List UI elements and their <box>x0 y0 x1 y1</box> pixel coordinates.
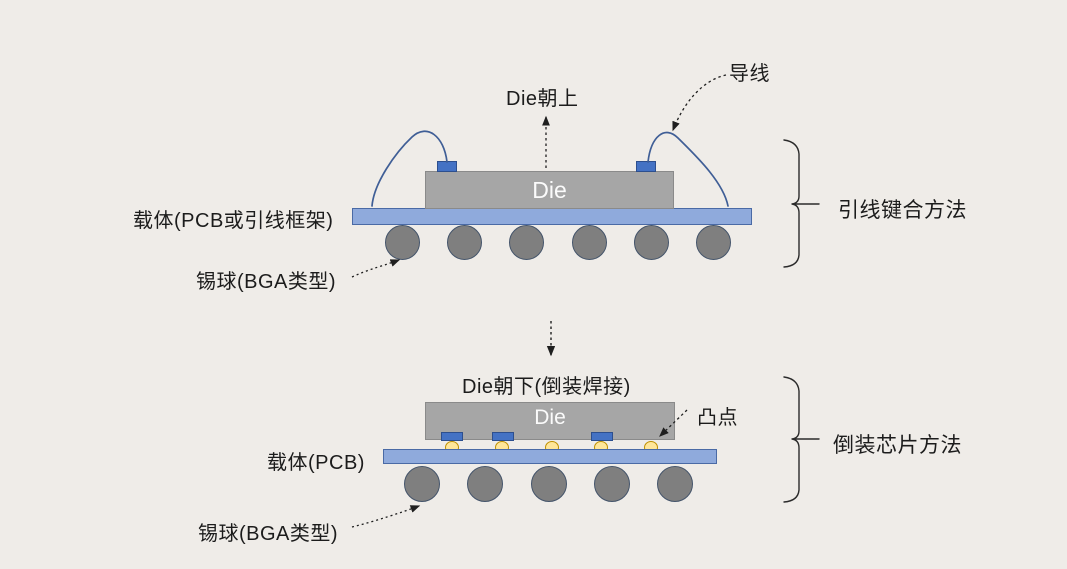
wirebond-solder-ball-row <box>385 225 731 260</box>
flip-chip-method-label: 倒装芯片方法 <box>833 434 962 457</box>
wire-bonding-brace <box>783 139 820 268</box>
solder-ball <box>385 225 420 260</box>
solder-ball <box>695 225 731 260</box>
bump-label: 凸点 <box>697 407 738 429</box>
flipchip-pad-3 <box>591 432 613 441</box>
solder-ball <box>404 466 440 502</box>
flipchip-die: Die <box>425 402 675 440</box>
solder-ball-pointer-arrow-top <box>351 259 401 278</box>
flip-chip-brace <box>783 376 820 503</box>
wire-pointer-arrow <box>672 74 727 132</box>
solder-ball <box>571 225 607 260</box>
solder-ball-bga-label-bottom: 锡球(BGA类型) <box>198 523 339 545</box>
solder-ball <box>633 225 669 260</box>
flipchip-carrier-bar <box>383 449 717 464</box>
wirebond-die: Die <box>425 171 674 209</box>
flipchip-pad-2 <box>492 432 514 441</box>
carrier-pcb-label: 载体(PCB) <box>267 452 365 474</box>
flipchip-solder-ball-row <box>404 466 693 502</box>
carrier-pcb-leadframe-label: 载体(PCB或引线框架) <box>133 210 334 232</box>
wirebond-carrier-bar <box>352 208 752 225</box>
flipchip-pad-1 <box>441 432 463 441</box>
die-down-label: Die朝下(倒装焊接) <box>462 376 631 398</box>
solder-ball <box>593 466 630 502</box>
solder-ball <box>509 225 545 260</box>
solder-ball <box>447 225 483 260</box>
flipchip-die-label: Die <box>534 406 566 429</box>
die-up-label: Die朝上 <box>506 88 579 110</box>
solder-ball <box>530 466 567 502</box>
wire-label: 导线 <box>729 63 770 85</box>
wirebond-pad-left <box>437 161 457 172</box>
wire-bonding-method-label: 引线键合方法 <box>838 199 967 222</box>
solder-ball <box>657 466 693 502</box>
solder-ball-pointer-arrow-bottom <box>351 505 421 528</box>
wirebond-pad-right <box>636 161 656 172</box>
solder-ball <box>467 466 504 502</box>
wirebond-die-label: Die <box>532 176 567 203</box>
solder-ball-bga-label-top: 锡球(BGA类型) <box>196 271 337 293</box>
